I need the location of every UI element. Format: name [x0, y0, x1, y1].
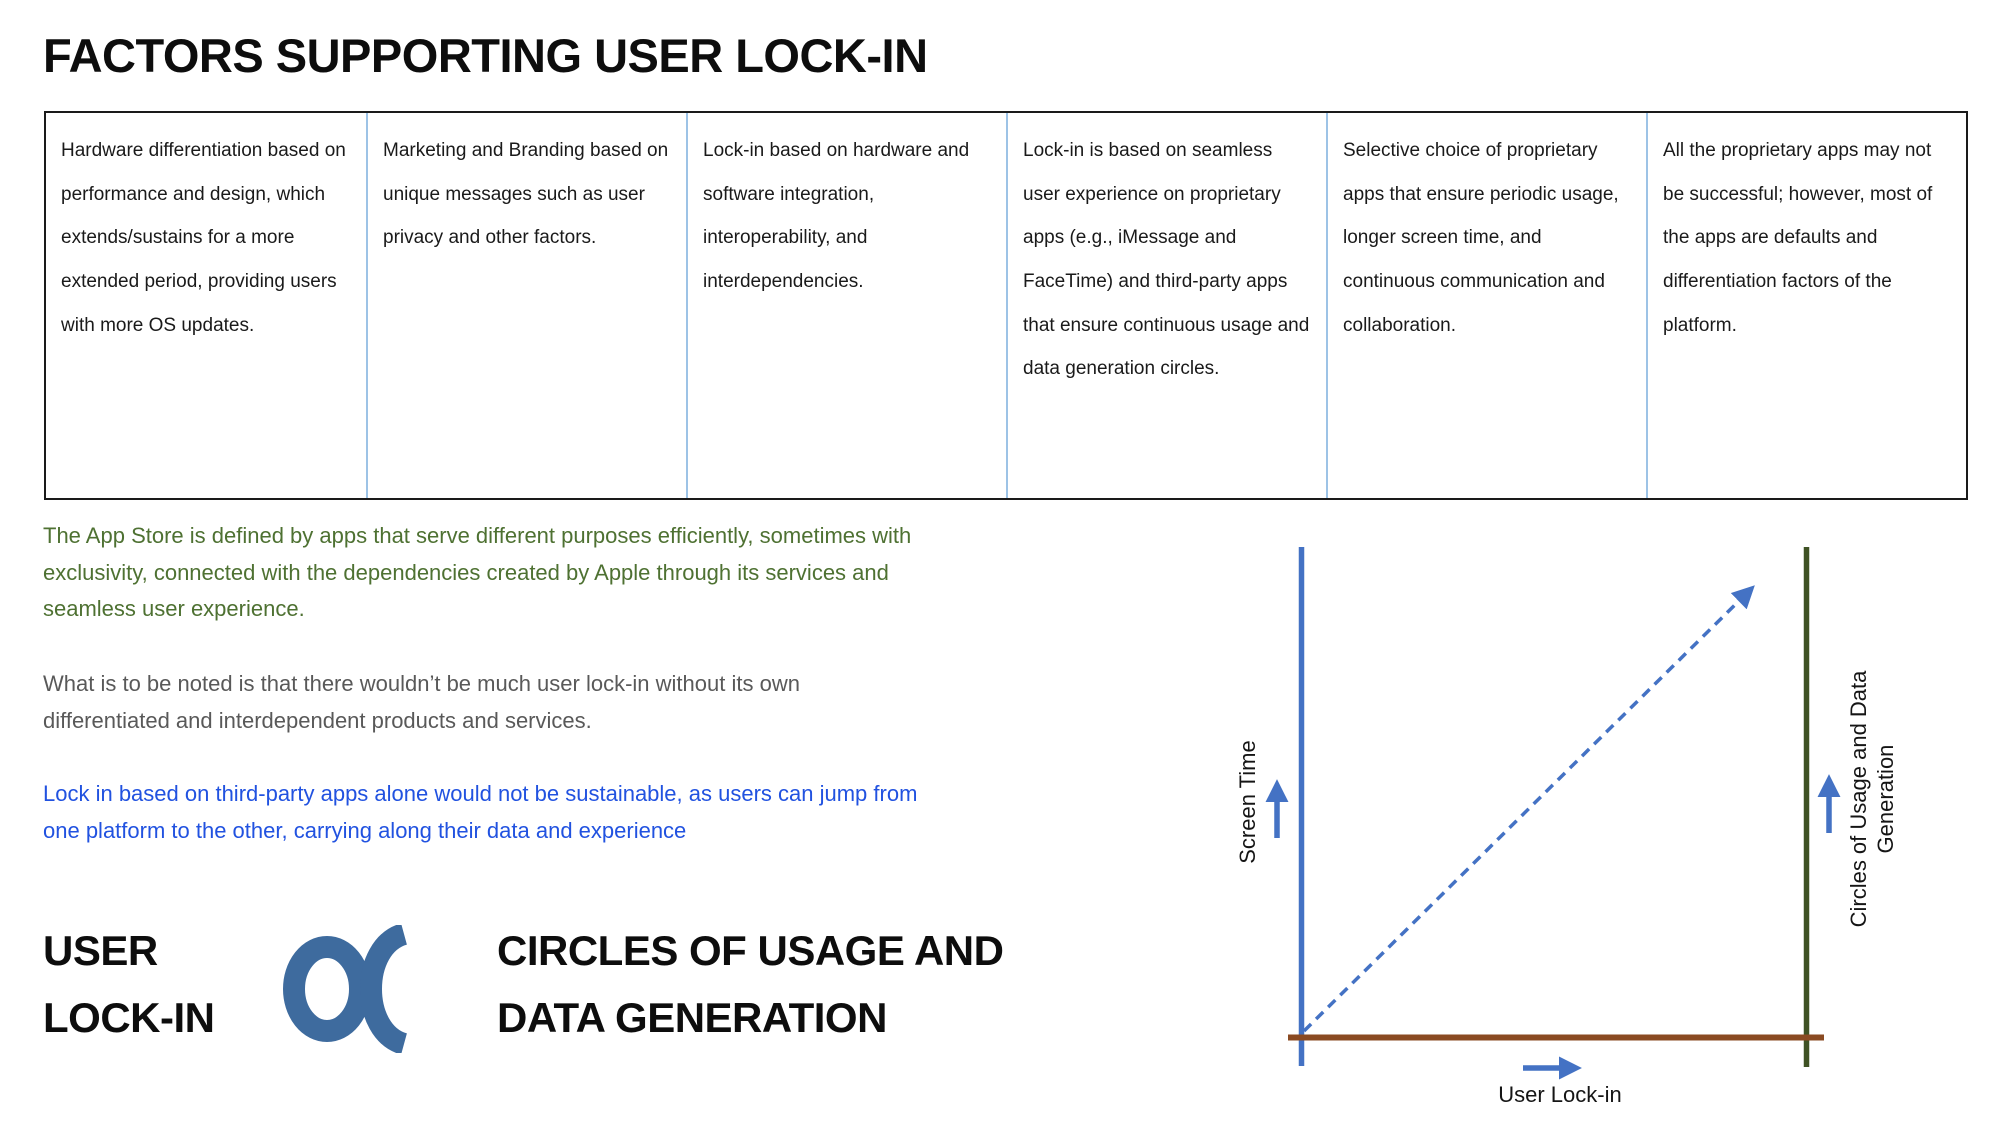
paragraph-line: Lock in based on third-party apps alone …: [43, 781, 918, 806]
circles-usage-term-line: CIRCLES OF USAGE AND: [497, 927, 1004, 974]
y-axis-label: Screen Time: [1235, 740, 1260, 864]
factors-cell-defaults: All the proprietary apps may not be succ…: [1646, 113, 1966, 498]
paragraph-third-party: Lock in based on third-party apps alone …: [43, 776, 917, 849]
factors-cell-marketing: Marketing and Branding based on unique m…: [366, 113, 686, 498]
factors-cell-hardware: Hardware differentiation based on perfor…: [61, 140, 346, 336]
paragraph-noted: What is to be noted is that there wouldn…: [43, 666, 800, 739]
paragraph-app-store: The App Store is defined by apps that se…: [43, 518, 911, 628]
user-lockin-term-line: LOCK-IN: [43, 994, 215, 1041]
paragraph-line: differentiated and interdependent produc…: [43, 707, 592, 733]
x-axis-label: User Lock-in: [1498, 1082, 1622, 1107]
circles-usage-term: CIRCLES OF USAGE AND DATA GENERATION: [497, 917, 1004, 1051]
factors-cell-selective-apps: Selective choice of proprietary apps tha…: [1326, 113, 1646, 498]
proportional-to-icon: [283, 925, 409, 1053]
factors-cell-integration: Lock-in based on hardware and software i…: [686, 113, 1006, 498]
factors-table: Hardware differentiation based on perfor…: [44, 111, 1968, 500]
circles-usage-term-line: DATA GENERATION: [497, 994, 887, 1041]
right-axis-label: Circles of Usage and Data Generation: [1845, 649, 1899, 949]
right-axis-label-line: Circles of Usage and Data: [1846, 670, 1871, 928]
user-lockin-term: USER LOCK-IN: [43, 917, 215, 1051]
factors-cell-experience: Lock-in is based on seamless user experi…: [1006, 113, 1326, 498]
paragraph-line: one platform to the other, carrying alon…: [43, 817, 687, 843]
paragraph-line: seamless user experience.: [43, 596, 305, 621]
right-axis-label-line: Generation: [1873, 744, 1898, 854]
user-lockin-term-line: USER: [43, 927, 158, 974]
paragraph-line: What is to be noted is that there wouldn…: [43, 671, 800, 696]
trend-arrow: [1302, 585, 1755, 1033]
paragraph-line: The App Store is defined by apps that se…: [43, 523, 912, 548]
paragraph-line: exclusivity, connected with the dependen…: [43, 559, 889, 585]
page-title: FACTORS SUPPORTING USER LOCK-IN: [43, 29, 928, 82]
